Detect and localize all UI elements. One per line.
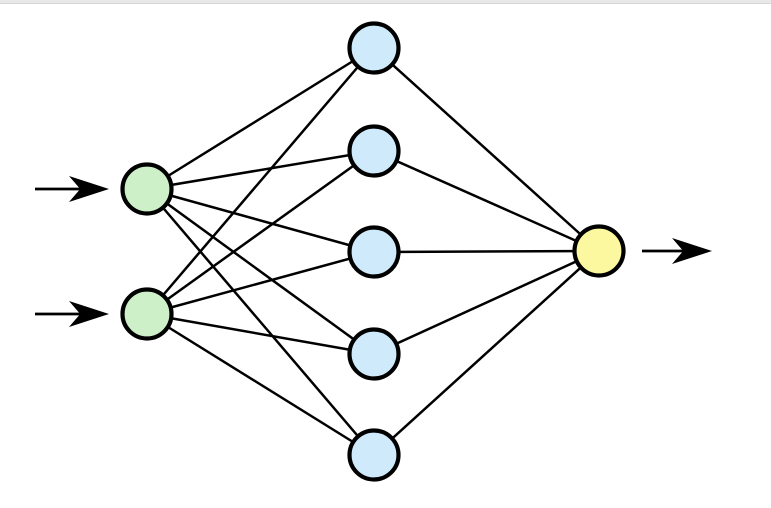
edge-i1-h5 (146, 188, 375, 456)
input-arrow-1-head (69, 176, 109, 202)
edge-i1-h1 (146, 46, 375, 191)
edge-i2-h1 (146, 47, 375, 315)
input-node-2 (120, 287, 174, 341)
hidden-node-3 (347, 225, 401, 279)
output-node-1 (572, 224, 626, 278)
hidden-node-4 (347, 327, 401, 381)
edge-h4-o1 (373, 249, 600, 356)
edge-h1-o1 (373, 47, 600, 252)
edge-i2-h3 (146, 250, 375, 316)
hidden-node-2 (347, 124, 401, 178)
edge-i1-h3 (146, 187, 375, 254)
hidden-node-5 (347, 428, 401, 482)
input-node-1 (120, 162, 174, 216)
edge-i2-h2 (146, 149, 375, 316)
output-arrow-head (672, 238, 712, 264)
edge-h3-o1 (373, 249, 600, 254)
input-arrow-2-head (69, 301, 109, 327)
edge-i1-h2 (146, 149, 375, 191)
edge-h2-o1 (373, 149, 600, 253)
edge-i1-h4 (146, 187, 375, 356)
edge-i2-h5 (146, 312, 375, 457)
edge-h5-o1 (373, 250, 600, 456)
edge-i2-h4 (146, 312, 375, 356)
hidden-node-1 (347, 21, 401, 75)
window-top-edge (0, 0, 771, 4)
